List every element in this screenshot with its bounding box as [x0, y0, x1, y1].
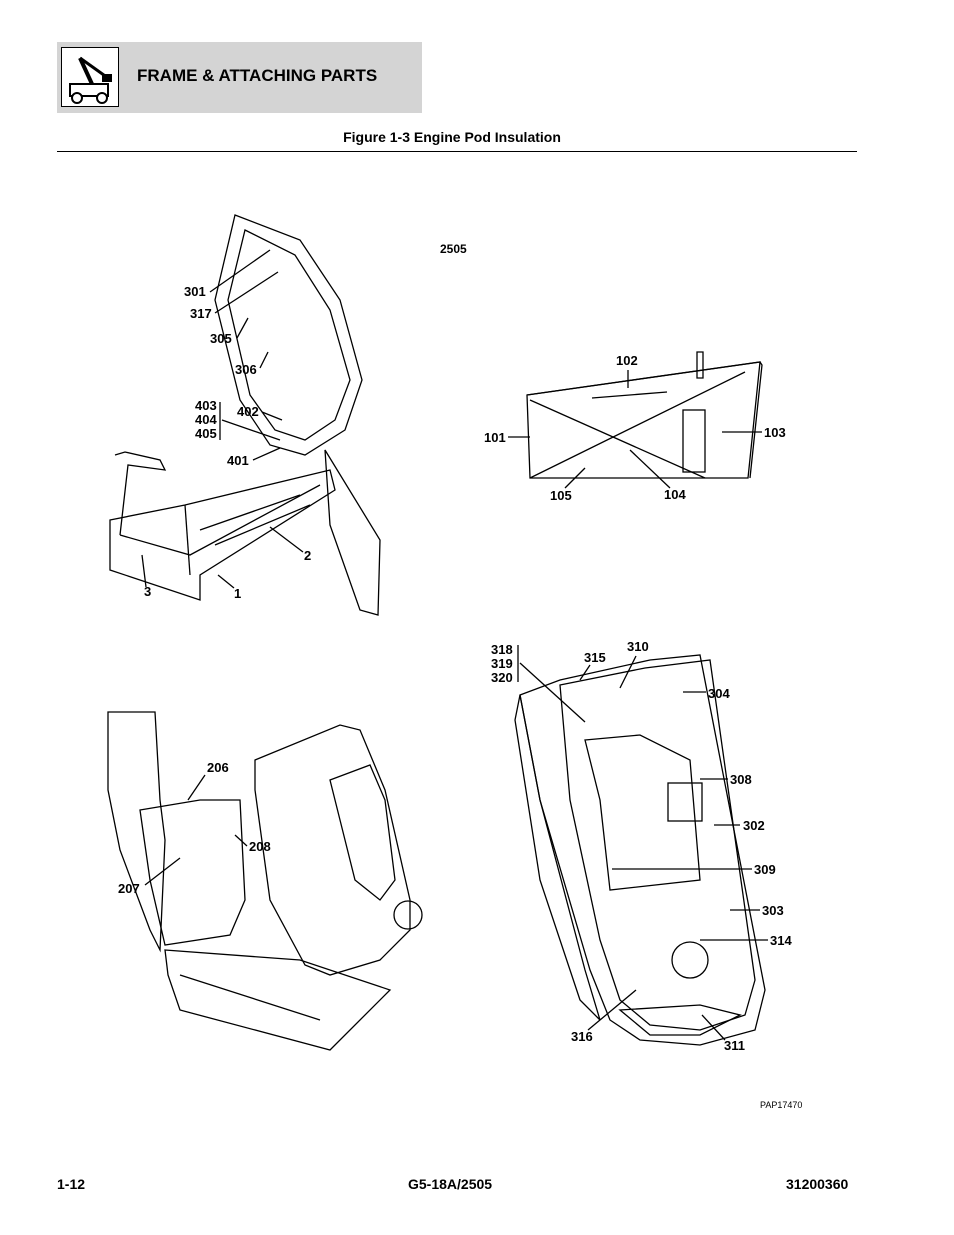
callout-308: 308: [730, 772, 752, 787]
callout-101: 101: [484, 430, 506, 445]
model-label: 2505: [440, 242, 467, 256]
callout-318: 318: [491, 642, 513, 657]
callout-1: 1: [234, 586, 241, 601]
callout-306: 306: [235, 362, 257, 377]
callout-302: 302: [743, 818, 765, 833]
callout-303: 303: [762, 903, 784, 918]
callout-315: 315: [584, 650, 606, 665]
callout-207: 207: [118, 881, 140, 896]
callout-103: 103: [764, 425, 786, 440]
manual-number: 31200360: [786, 1176, 849, 1192]
lift-vehicle-icon: [61, 47, 119, 107]
callout-404: 404: [195, 412, 217, 427]
callout-105: 105: [550, 488, 572, 503]
callout-309: 309: [754, 862, 776, 877]
callout-304: 304: [708, 686, 730, 701]
footer-model: G5-18A/2505: [408, 1176, 493, 1192]
callout-314: 314: [770, 933, 792, 948]
header-band: FRAME & ATTACHING PARTS: [57, 42, 422, 113]
callout-317: 317: [190, 306, 212, 321]
section-title: FRAME & ATTACHING PARTS: [137, 66, 378, 85]
drawing-code: PAP17470: [760, 1100, 802, 1110]
page-number: 1-12: [57, 1176, 86, 1192]
callout-319: 319: [491, 656, 513, 671]
callout-320: 320: [491, 670, 513, 685]
header-rule: [57, 151, 857, 152]
callout-104: 104: [664, 487, 686, 502]
callout-3: 3: [144, 584, 151, 599]
callout-405: 405: [195, 426, 217, 441]
figure-title: Figure 1-3 Engine Pod Insulation: [343, 129, 561, 145]
callout-208: 208: [249, 839, 271, 854]
callout-316: 316: [571, 1029, 593, 1044]
callout-402: 402: [237, 404, 259, 419]
callout-311: 311: [724, 1038, 745, 1053]
callout-2: 2: [304, 548, 311, 563]
callout-206: 206: [207, 760, 229, 775]
callout-310: 310: [627, 639, 649, 654]
callout-102: 102: [616, 353, 638, 368]
callout-305: 305: [210, 331, 232, 346]
callout-401: 401: [227, 453, 249, 468]
callout-301: 301: [184, 284, 206, 299]
callout-403: 403: [195, 398, 217, 413]
